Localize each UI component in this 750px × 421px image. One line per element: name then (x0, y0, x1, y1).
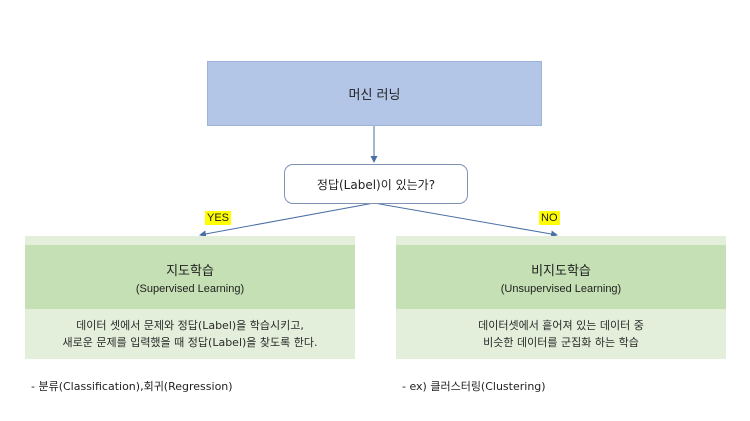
unsupervised-title: 비지도학습 (531, 263, 591, 279)
no-branch-arrow (373, 202, 558, 238)
supervised-subtitle: (Supervised Learning) (135, 282, 245, 295)
root-node-machine-learning: 머신 러닝 (207, 61, 542, 126)
decision-node-has-label: 정답(Label)이 있는가? (284, 164, 468, 204)
supervised-card-header: 지도학습 (Supervised Learning) (25, 245, 355, 309)
supervised-title: 지도학습 (166, 263, 214, 279)
root-node-label: 머신 러닝 (348, 88, 401, 103)
unsupervised-learning-card: 비지도학습 (Unsupervised Learning) 데이터셋에서 흩어져… (396, 236, 726, 359)
yes-branch-arrow (199, 202, 375, 238)
unsupervised-description: 데이터셋에서 흩어져 있는 데이터 중 비슷한 데이터를 군집화 하는 학습 (396, 309, 726, 359)
unsupervised-example: - ex) 클러스터링(Clustering) (402, 380, 546, 393)
supervised-learning-card: 지도학습 (Supervised Learning) 데이터 셋에서 문제와 정… (25, 236, 355, 359)
supervised-description-line: 새로운 문제를 입력했을 때 정답(Label)을 찾도록 한다. (62, 336, 318, 349)
unsupervised-card-top-strip (396, 236, 726, 245)
supervised-description: 데이터 셋에서 문제와 정답(Label)을 학습시키고, 새로운 문제를 입력… (25, 309, 355, 359)
supervised-card-top-strip (25, 236, 355, 245)
unsupervised-subtitle: (Unsupervised Learning) (500, 282, 622, 295)
no-branch-label: NO (539, 211, 560, 225)
supervised-description-line: 데이터 셋에서 문제와 정답(Label)을 학습시키고, (76, 319, 304, 332)
supervised-example: - 분류(Classification),회귀(Regression) (31, 380, 233, 393)
yes-branch-label: YES (205, 211, 232, 225)
unsupervised-description-line: 데이터셋에서 흩어져 있는 데이터 중 (478, 319, 644, 332)
unsupervised-description-line: 비슷한 데이터를 군집화 하는 학습 (483, 336, 639, 349)
unsupervised-card-header: 비지도학습 (Unsupervised Learning) (396, 245, 726, 309)
decision-node-label: 정답(Label)이 있는가? (316, 177, 436, 192)
